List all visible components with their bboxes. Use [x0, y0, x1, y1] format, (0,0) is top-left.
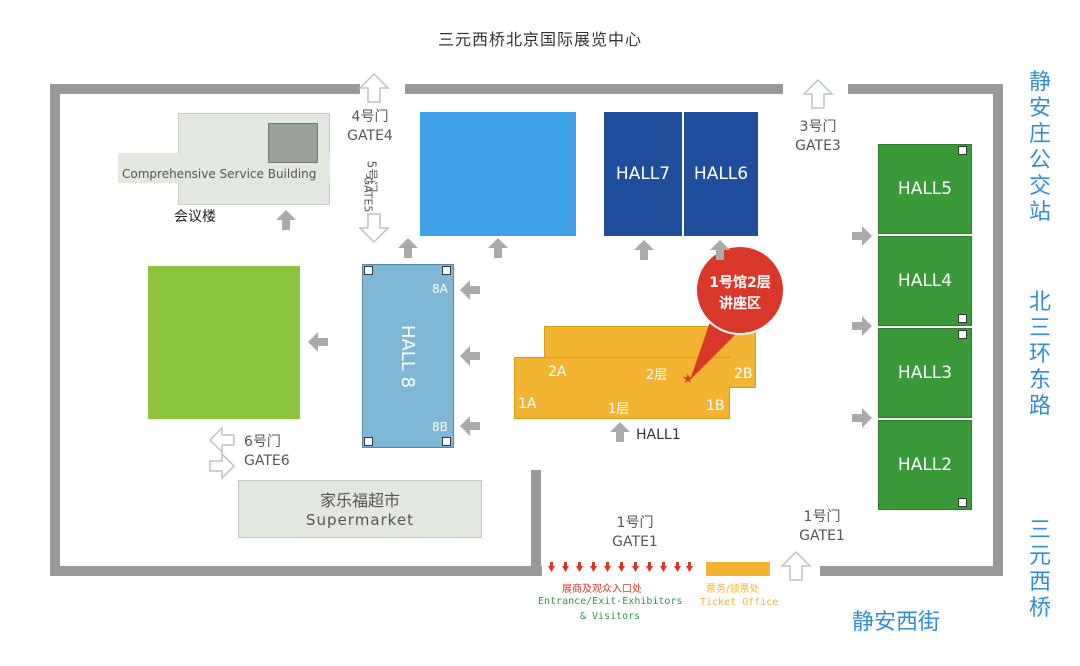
gate4-arrow-icon [359, 73, 389, 103]
callout-pointer [690, 322, 740, 380]
hall8-top-arrow-icon [398, 238, 418, 258]
hall7-arrow-icon [634, 240, 654, 260]
entrance-en-label-2: & Visitors [580, 611, 641, 622]
wall-bottom-right [820, 566, 1003, 576]
hall1-1b-label: 1B [706, 398, 725, 414]
hall4-label: HALL4 [897, 271, 953, 291]
callout-line1: 1号馆2层 [709, 275, 771, 291]
entrance-en-label-1: Entrance/Exit-Exhibitors [538, 596, 683, 607]
stair-icon [958, 146, 967, 155]
green-block[interactable] [148, 266, 300, 419]
gate6-in-arrow-icon [209, 452, 236, 480]
hall2[interactable]: HALL2 [878, 420, 972, 510]
gate6-out-arrow-icon [208, 426, 235, 454]
hall6[interactable]: HALL6 [684, 112, 758, 236]
street-jingan-west: 静安西街 [852, 610, 941, 635]
callout-bubble [695, 245, 785, 335]
hall7[interactable]: HALL7 [604, 112, 682, 236]
hall4-arrow-icon [852, 316, 872, 336]
stair-icon [364, 437, 373, 446]
hall6-arrow-icon [710, 240, 730, 260]
hall1-2f-label: 2层 [646, 368, 668, 383]
stair-icon [958, 314, 967, 323]
wall-left [50, 84, 60, 576]
hall5[interactable]: HALL5 [878, 144, 972, 234]
hall3-label: HALL3 [897, 363, 953, 383]
stair-icon [958, 498, 967, 507]
supermarket-cn-label: 家乐福超市 [319, 491, 400, 510]
callout-line2: 讲座区 [719, 296, 761, 312]
wall-top-right [848, 84, 1003, 94]
stair-icon [364, 266, 373, 275]
service-building-label: Comprehensive Service Building [122, 167, 317, 181]
wall-bottom-left [50, 566, 542, 576]
star-icon: ★ [682, 372, 694, 387]
stair-icon [958, 330, 967, 339]
street-jingan-bus-stop: 静安庄公交站 [1028, 70, 1051, 225]
wall-top-mid [405, 84, 783, 94]
hall1-1f-label: 1层 [608, 402, 630, 417]
meeting-building-label: 会议楼 [174, 209, 216, 225]
ticket-office-en-label: Ticket Office [700, 597, 779, 608]
street-north-third-ring: 北三环东路 [1028, 290, 1051, 419]
hall8-arrow-2-icon [460, 346, 480, 366]
gate1-east-arrow-icon [781, 551, 811, 581]
gate3-label: 3号门 GATE3 [795, 119, 841, 154]
service-building-roof [268, 123, 318, 163]
hall1-2b-label: 2B [734, 366, 753, 382]
blue-hall[interactable] [420, 112, 576, 236]
hall1-label: HALL1 [636, 427, 681, 443]
gate6-label: 6号门 GATE6 [244, 434, 290, 469]
entrance-cn-label: 展商及观众入口处 [562, 584, 642, 595]
hall5-label: HALL5 [897, 179, 953, 199]
green-block-arrow-icon [308, 332, 328, 352]
gate4-label: 4号门 GATE4 [347, 109, 393, 144]
entrance-arrows-icon [548, 562, 693, 572]
hall2-arrow-icon [852, 408, 872, 428]
hall1-arrow-icon [610, 422, 630, 442]
map-title: 三元西桥北京国际展览中心 [437, 30, 642, 49]
blue-hall-arrow-icon [488, 238, 508, 258]
hall4[interactable]: HALL4 [878, 236, 972, 326]
hall1-2a-label: 2A [548, 364, 567, 380]
hall8[interactable]: HALL 8 [362, 264, 454, 448]
service-building-arrow-icon [276, 210, 296, 230]
gate3-arrow-icon [803, 79, 833, 109]
hall8-8a-label: 8A [432, 282, 448, 296]
hall8-arrow-1-icon [460, 280, 480, 300]
stair-icon [442, 266, 451, 275]
ticket-office-cn-label: 票务/领票处 [706, 584, 760, 595]
service-building[interactable]: Comprehensive Service Building [118, 113, 330, 205]
ticket-office[interactable] [706, 562, 770, 576]
lecture-area-callout[interactable]: ★ [680, 240, 790, 390]
wall-top-left [50, 84, 360, 94]
gate5-arrow-icon [358, 213, 390, 244]
gate1-main-label: 1号门 GATE1 [612, 515, 658, 550]
wall-right [993, 84, 1003, 576]
supermarket[interactable]: 家乐福超市 Supermarket [238, 480, 482, 538]
hall3[interactable]: HALL3 [878, 328, 972, 418]
street-sanyuan-west-bridge: 三元西桥 [1028, 518, 1051, 621]
stair-icon [442, 437, 451, 446]
hall6-label: HALL6 [693, 164, 749, 184]
hall8-8b-label: 8B [432, 420, 448, 434]
gate1-east-label: 1号门 GATE1 [799, 509, 845, 544]
hall2-label: HALL2 [897, 455, 953, 475]
hall7-label: HALL7 [615, 164, 671, 184]
wall-inner-vertical [531, 470, 541, 566]
hall5-arrow-icon [852, 226, 872, 246]
hall1-1a-label: 1A [518, 396, 537, 412]
supermarket-en-label: Supermarket [306, 511, 414, 529]
hall8-arrow-3-icon [460, 416, 480, 436]
